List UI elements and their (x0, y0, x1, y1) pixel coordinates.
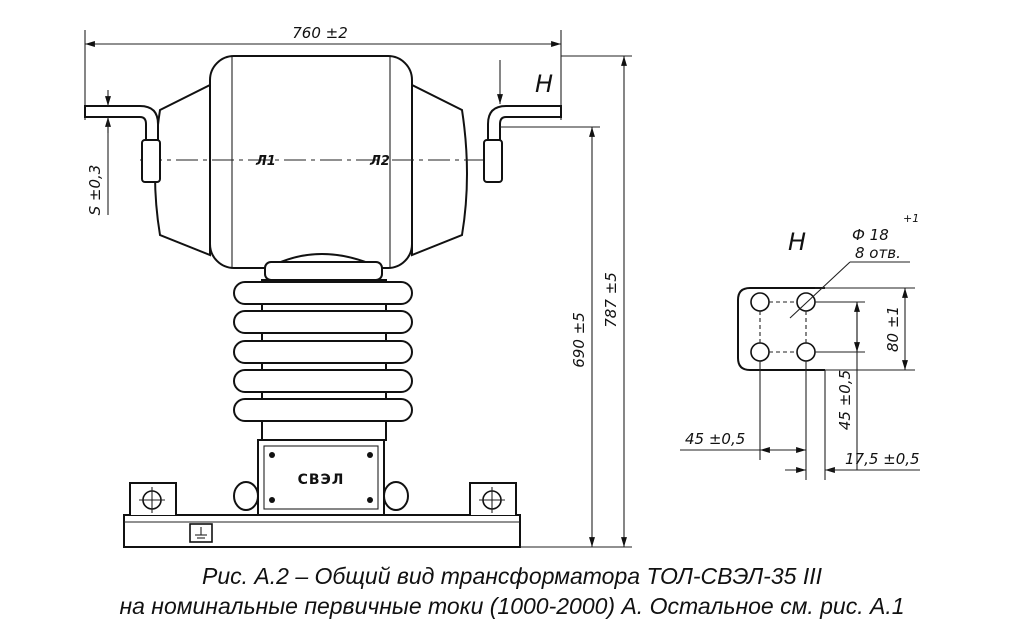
terminal-l1-label: Л1 (255, 154, 276, 169)
overall-width-label: 760 ±2 (292, 24, 348, 42)
terminal-l2-label: Л2 (369, 154, 390, 169)
figure-caption: Рис. А.2 – Общий вид трансформатора ТОЛ-… (0, 561, 1024, 621)
base-plate (123, 482, 521, 548)
hole-spacing-horizontal-label: 45 ±0,5 (685, 430, 745, 448)
hole-diameter-tolerance: +1 (903, 212, 919, 225)
logo: СВЭЛ (298, 472, 345, 488)
caption-line-2: на номинальные первичные токи (1000-2000… (119, 593, 905, 619)
hole-offset-vertical-label: 45 ±0,5 (836, 370, 854, 430)
terminal-thickness-label: S ±0,3 (86, 165, 104, 216)
terminal-left (84, 105, 161, 183)
view-marker-label: Н (535, 70, 553, 98)
hole-count-label: 8 отв. (855, 244, 901, 262)
terminal-thickness-dimension: S ±0,3 (86, 90, 111, 216)
mounting-hole-right (479, 487, 505, 513)
secondary-terminal-box: СВЭЛ (233, 439, 409, 516)
caption-line-1: Рис. А.2 – Общий вид трансформатора ТОЛ-… (202, 563, 822, 589)
detail-view-title: Н (788, 228, 806, 256)
transformer-drawing: 760 ±2 Л1 Л2 S ±0,3 Н (84, 24, 920, 548)
insulator (233, 253, 413, 441)
transformer-tank: Л1 Л2 (140, 55, 500, 269)
height-dimensions: 690 ±5 787 ±5 (500, 55, 632, 548)
mounting-hole-left (139, 487, 165, 513)
view-marker: Н (497, 60, 553, 104)
terminal-right (483, 105, 562, 183)
hole-spacing-vertical-label: 80 ±1 (884, 306, 902, 352)
overall-height-label: 787 ±5 (602, 272, 620, 328)
detail-view-h: Н Ф 18 +1 8 отв. 80 ±1 45 ±0,5 (680, 212, 920, 480)
ground-icon (189, 523, 213, 543)
hole-edge-offset-label: 17,5 ±0,5 (845, 450, 920, 468)
height-to-terminal-label: 690 ±5 (570, 312, 588, 368)
hole-diameter-label: Ф 18 (852, 226, 889, 244)
